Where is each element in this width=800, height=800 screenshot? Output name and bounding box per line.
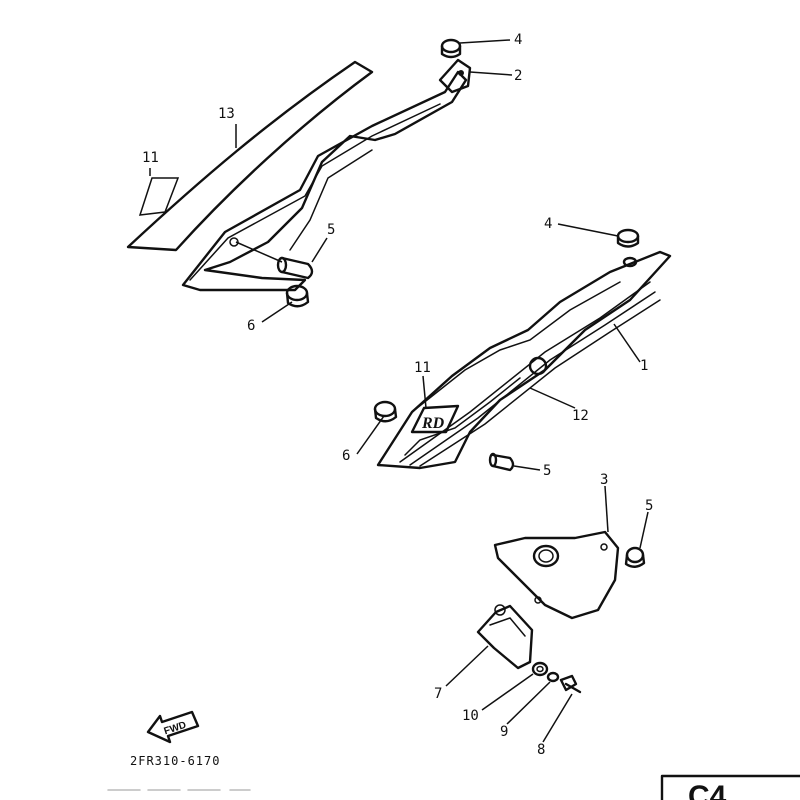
grommet-4-lower (616, 228, 640, 268)
callout-13: 13 (218, 106, 235, 122)
callout-4-lower: 4 (544, 216, 552, 232)
collar-5-right (624, 546, 646, 568)
forward-arrow-icon: FWD (146, 710, 200, 744)
callout-5-right: 5 (645, 498, 653, 514)
leader-lines (149, 39, 649, 743)
emblem-decal-11-upper (138, 177, 180, 216)
bracket-assembly-3 (476, 530, 646, 694)
left-side-cover-assembly (126, 38, 472, 308)
damper-6-lower (373, 400, 398, 423)
bracket-2 (438, 58, 472, 94)
right-side-cover-assembly: RD (373, 228, 672, 472)
right-side-cover-body (376, 250, 672, 470)
right-side-cover-top-edge (411, 281, 621, 413)
bolt-8 (559, 674, 582, 694)
callout-3: 3 (600, 472, 608, 488)
right-side-cover-stripe-12 (399, 281, 651, 463)
callout-5-upper: 5 (327, 222, 335, 238)
plate-hole (532, 544, 560, 568)
cover-plate-3 (493, 530, 620, 620)
callout-4-upper: 4 (514, 32, 522, 48)
left-side-cover-ridge (189, 103, 441, 281)
callout-8: 8 (537, 742, 545, 758)
holder-7 (476, 604, 534, 670)
emblem-rd-11: RD (410, 404, 460, 434)
cover-knob (528, 356, 548, 376)
corner-tag-text: C4 (688, 780, 727, 800)
left-side-cover-body (181, 70, 468, 292)
callout-6-lower: 6 (342, 448, 350, 464)
callout-1: 1 (640, 358, 648, 374)
washer-9 (546, 671, 560, 683)
stripe-decal-13 (126, 60, 374, 252)
callout-12: 12 (572, 408, 589, 424)
right-side-cover-panel (404, 377, 521, 456)
callout-5-lower: 5 (543, 463, 551, 479)
callout-2: 2 (514, 68, 522, 84)
washer-10 (531, 661, 549, 677)
drawing-code: 2FR310-6170 (130, 754, 220, 768)
collar-5-upper (229, 237, 314, 280)
callout-11-upper: 11 (142, 150, 159, 166)
callout-labels: 4 2 13 11 5 6 4 1 11 12 6 5 3 5 7 10 9 8 (142, 32, 653, 758)
left-side-cover-inner-line (289, 149, 373, 251)
corner-tag: C4 (660, 774, 800, 800)
callout-11-lower: 11 (414, 360, 431, 376)
callout-10: 10 (462, 708, 479, 724)
collar-5-lower (488, 452, 515, 472)
emblem-text: RD (421, 415, 445, 432)
damper-6-upper (285, 284, 310, 308)
callout-7: 7 (434, 686, 442, 702)
grommet-4-upper (440, 38, 462, 59)
callout-6-upper: 6 (247, 318, 255, 334)
callout-9: 9 (500, 724, 508, 740)
